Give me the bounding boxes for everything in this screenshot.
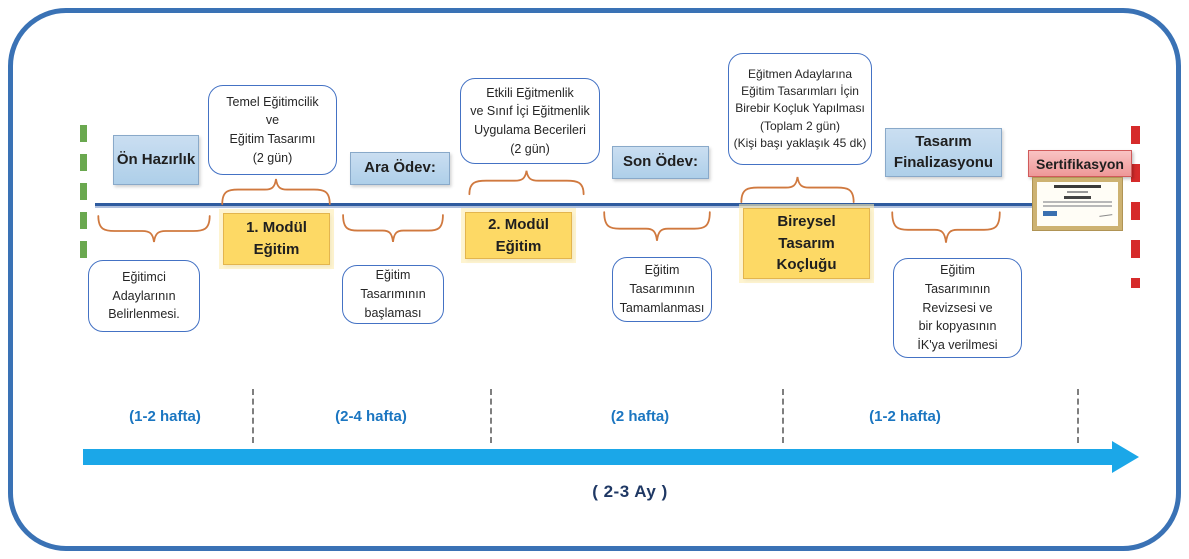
certificate-subtitle-line bbox=[1066, 191, 1089, 193]
certificate-logo bbox=[1042, 211, 1057, 216]
curly-brace-down-icon bbox=[602, 210, 712, 243]
certificate-text-line bbox=[1043, 201, 1112, 203]
certificate-footer bbox=[1042, 209, 1113, 217]
curly-brace-down-icon bbox=[341, 213, 445, 244]
note-temel-egitimcilik: Temel Eğitimcilik ve Eğitim Tasarımı (2 … bbox=[208, 85, 337, 175]
curly-brace-up-icon bbox=[739, 175, 856, 204]
stage-box-tasarim-finalizasyonu: Tasarım Finalizasyonu bbox=[885, 128, 1002, 177]
curly-brace-down-icon bbox=[96, 214, 212, 244]
note-egitim-tasariminin-tamamlanmasi: Eğitim Tasarımının Tamamlanması bbox=[612, 257, 712, 322]
total-duration-arrow bbox=[83, 449, 1113, 465]
stage-box-on-hazirlik: Ön Hazırlık bbox=[113, 135, 199, 185]
end-marker bbox=[1131, 126, 1140, 288]
duration-label-4: (1-2 hafta) bbox=[869, 408, 941, 425]
module-box-bireysel-tasarim-koclugu: Bireysel Tasarım Koçluğu bbox=[743, 208, 870, 279]
duration-label-3: (2 hafta) bbox=[610, 408, 670, 425]
start-marker bbox=[80, 125, 87, 267]
phase-divider bbox=[252, 389, 254, 443]
phase-divider bbox=[490, 389, 492, 443]
note-egitim-tasariminin-baslamasi: Eğitim Tasarımının başlaması bbox=[342, 265, 444, 324]
phase-divider bbox=[782, 389, 784, 443]
curly-brace-down-icon bbox=[890, 210, 1002, 245]
stage-box-son-odev: Son Ödev: bbox=[612, 146, 709, 179]
note-egitim-tasariminin-revizyonu: Eğitim Tasarımının Revizsesi ve bir kopy… bbox=[893, 258, 1022, 358]
certification-box: Sertifikasyon bbox=[1028, 150, 1132, 177]
total-duration-label: ( 2-3 Ay ) bbox=[592, 482, 668, 501]
module-box-2-modul-egitim: 2. Modül Eğitim bbox=[465, 212, 572, 259]
certificate-image bbox=[1032, 177, 1123, 231]
stage-box-ara-odev: Ara Ödev: bbox=[350, 152, 450, 185]
certificate-text-line bbox=[1043, 205, 1112, 207]
certificate-signature bbox=[1098, 209, 1113, 217]
diagram-frame bbox=[8, 8, 1181, 551]
certificate-title-line bbox=[1054, 185, 1101, 188]
note-egitimci-adaylarinin-belirlenmesi: Eğitimci Adaylarının Belirlenmesi. bbox=[88, 260, 200, 332]
curly-brace-up-icon bbox=[220, 177, 332, 206]
arrow-head-icon bbox=[1112, 441, 1139, 473]
duration-label-2: (2-4 hafta) bbox=[335, 408, 407, 425]
note-egitmen-adaylarina-kocluk: Eğitmen Adaylarına Eğitim Tasarımları İç… bbox=[728, 53, 872, 165]
curly-brace-up-icon bbox=[467, 169, 586, 196]
note-etkili-egitmenlik: Etkili Eğitmenlik ve Sınıf İçi Eğitmenli… bbox=[460, 78, 600, 164]
timeline-axis bbox=[95, 203, 1040, 208]
certificate-name-line bbox=[1063, 196, 1092, 199]
phase-divider bbox=[1077, 389, 1079, 443]
module-box-1-modul-egitim: 1. Modül Eğitim bbox=[223, 213, 330, 265]
duration-label-1: (1-2 hafta) bbox=[129, 408, 201, 425]
